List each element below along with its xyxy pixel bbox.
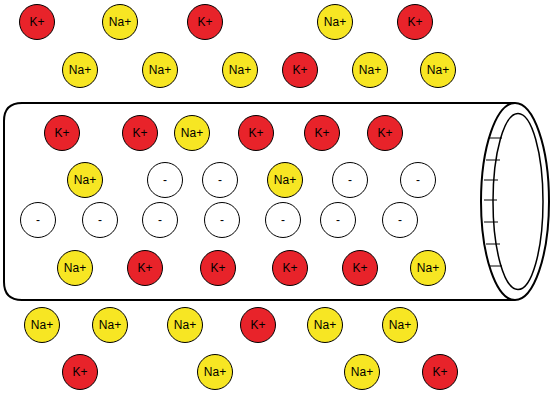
ion-label: K+ (72, 366, 87, 378)
ion-label: Na+ (359, 64, 381, 76)
sodium-ion: Na+ (67, 162, 103, 198)
ion-label: Na+ (417, 262, 439, 274)
ion-label: - (281, 214, 285, 226)
ion-label: K+ (282, 262, 297, 274)
sodium-ion: Na+ (410, 250, 446, 286)
ion-label: K+ (197, 16, 212, 28)
negative-charge: - (202, 162, 238, 198)
ion-label: - (348, 174, 352, 186)
ion-label: K+ (132, 127, 147, 139)
ion-label: - (220, 214, 224, 226)
potassium-ion: K+ (238, 115, 274, 151)
ion-label: Na+ (181, 127, 203, 139)
ion-label: K+ (210, 262, 225, 274)
ion-label: K+ (29, 16, 44, 28)
ion-label: - (158, 214, 162, 226)
ion-label: Na+ (109, 16, 131, 28)
negative-charge: - (320, 202, 356, 238)
potassium-ion: K+ (19, 4, 55, 40)
ion-label: Na+ (74, 174, 96, 186)
sodium-ion: Na+ (317, 4, 353, 40)
ion-label: K+ (250, 319, 265, 331)
axon-lumen (493, 114, 543, 290)
sodium-ion: Na+ (352, 52, 388, 88)
negative-charge: - (400, 162, 436, 198)
negative-charge: - (382, 202, 418, 238)
shading-lines (484, 138, 502, 266)
potassium-ion: K+ (367, 115, 403, 151)
potassium-ion: K+ (200, 250, 236, 286)
negative-charge: - (265, 202, 301, 238)
ion-label: - (336, 214, 340, 226)
ion-label: K+ (54, 127, 69, 139)
potassium-ion: K+ (342, 250, 378, 286)
potassium-ion: K+ (62, 354, 98, 390)
ion-label: Na+ (99, 319, 121, 331)
sodium-ion: Na+ (142, 52, 178, 88)
sodium-ion: Na+ (92, 307, 128, 343)
ion-label: Na+ (69, 64, 91, 76)
sodium-ion: Na+ (344, 354, 380, 390)
negative-charge: - (147, 162, 183, 198)
ion-label: Na+ (314, 319, 336, 331)
ion-label: - (163, 174, 167, 186)
potassium-ion: K+ (187, 4, 223, 40)
sodium-ion: Na+ (222, 52, 258, 88)
sodium-ion: Na+ (382, 307, 418, 343)
ion-label: Na+ (427, 64, 449, 76)
ion-label: K+ (137, 262, 152, 274)
ion-label: - (416, 174, 420, 186)
ion-label: Na+ (324, 16, 346, 28)
negative-charge: - (20, 202, 56, 238)
ion-label: K+ (248, 127, 263, 139)
ion-label: - (398, 214, 402, 226)
potassium-ion: K+ (122, 115, 158, 151)
potassium-ion: K+ (422, 354, 458, 390)
sodium-ion: Na+ (102, 4, 138, 40)
ion-label: K+ (377, 127, 392, 139)
sodium-ion: Na+ (167, 307, 203, 343)
potassium-ion: K+ (272, 250, 308, 286)
axon-body (4, 103, 515, 300)
ion-label: Na+ (229, 64, 251, 76)
potassium-ion: K+ (127, 250, 163, 286)
ion-label: Na+ (64, 262, 86, 274)
sodium-ion: Na+ (57, 250, 93, 286)
ion-label: Na+ (274, 174, 296, 186)
ion-label: Na+ (389, 319, 411, 331)
negative-charge: - (332, 162, 368, 198)
sodium-ion: Na+ (24, 307, 60, 343)
ion-label: K+ (432, 366, 447, 378)
sodium-ion: Na+ (307, 307, 343, 343)
ion-label: - (36, 214, 40, 226)
ion-label: K+ (292, 64, 307, 76)
ion-label: Na+ (31, 319, 53, 331)
ion-label: - (98, 214, 102, 226)
ion-label: Na+ (351, 366, 373, 378)
potassium-ion: K+ (304, 115, 340, 151)
ion-label: K+ (407, 16, 422, 28)
potassium-ion: K+ (282, 52, 318, 88)
sodium-ion: Na+ (267, 162, 303, 198)
negative-charge: - (82, 202, 118, 238)
ion-label: K+ (314, 127, 329, 139)
negative-charge: - (142, 202, 178, 238)
ion-label: Na+ (204, 366, 226, 378)
potassium-ion: K+ (44, 115, 80, 151)
sodium-ion: Na+ (420, 52, 456, 88)
negative-charge: - (204, 202, 240, 238)
sodium-ion: Na+ (62, 52, 98, 88)
axon-end (481, 103, 549, 300)
ion-label: Na+ (174, 319, 196, 331)
sodium-ion: Na+ (174, 115, 210, 151)
ion-label: K+ (352, 262, 367, 274)
ion-label: Na+ (149, 64, 171, 76)
ion-label: - (218, 174, 222, 186)
sodium-ion: Na+ (197, 354, 233, 390)
potassium-ion: K+ (397, 4, 433, 40)
potassium-ion: K+ (240, 307, 276, 343)
